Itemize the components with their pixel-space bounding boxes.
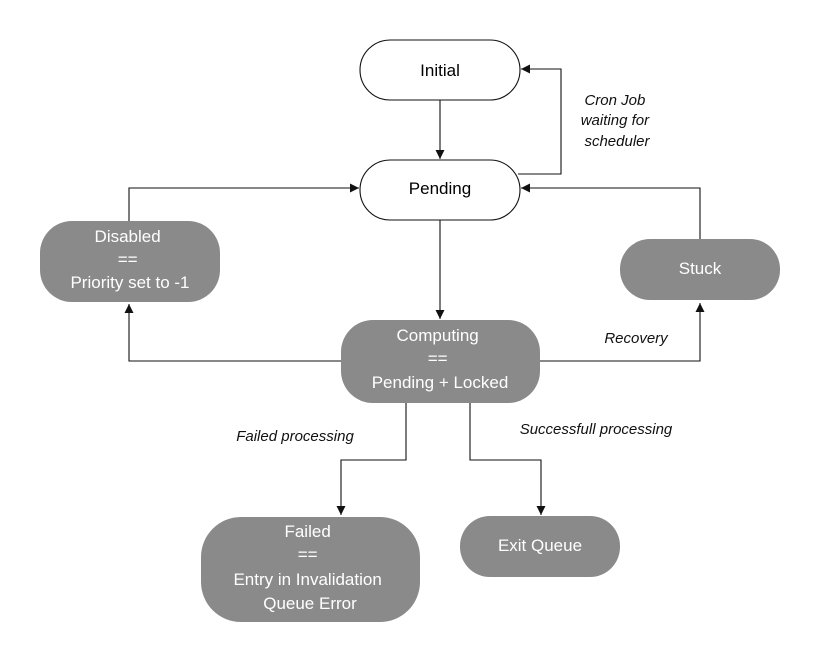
state-computing-label: Computing == Pending + Locked bbox=[372, 326, 509, 392]
edge-computing-to-exit-queue bbox=[469, 403, 546, 515]
edge-stuck-to-pending bbox=[521, 183, 701, 239]
edge-pending-to-initial bbox=[518, 64, 562, 175]
edge-label-failed-processing: Failed processing bbox=[236, 428, 354, 445]
state-stuck: Stuck bbox=[620, 239, 780, 300]
state-computing: Computing == Pending + Locked bbox=[341, 320, 540, 403]
state-pending-label: Pending bbox=[409, 179, 471, 198]
state-disabled-label: Disabled == Priority set to -1 bbox=[70, 227, 189, 292]
edge-label-cron-job: Cron Job waiting for scheduler bbox=[581, 92, 654, 150]
edge-computing-to-disabled bbox=[124, 304, 342, 362]
state-exit-queue-label: Exit Queue bbox=[498, 536, 582, 555]
state-pending: Pending bbox=[359, 159, 521, 221]
state-stuck-label: Stuck bbox=[679, 259, 722, 278]
state-disabled: Disabled == Priority set to -1 bbox=[40, 221, 220, 302]
state-failed: Failed == Entry in Invalidation Queue Er… bbox=[201, 517, 420, 622]
state-exit-queue: Exit Queue bbox=[460, 516, 620, 577]
state-initial: Initial bbox=[359, 39, 521, 101]
edge-label-recovery: Recovery bbox=[604, 330, 669, 347]
edge-computing-to-failed bbox=[336, 403, 407, 515]
state-initial-label: Initial bbox=[420, 61, 460, 80]
edge-label-successful-processing: Successfull processing bbox=[520, 421, 673, 438]
edge-disabled-to-pending bbox=[128, 183, 359, 221]
state-failed-label: Failed == Entry in Invalidation Queue Er… bbox=[233, 522, 386, 613]
edge-computing-to-stuck bbox=[539, 303, 705, 362]
